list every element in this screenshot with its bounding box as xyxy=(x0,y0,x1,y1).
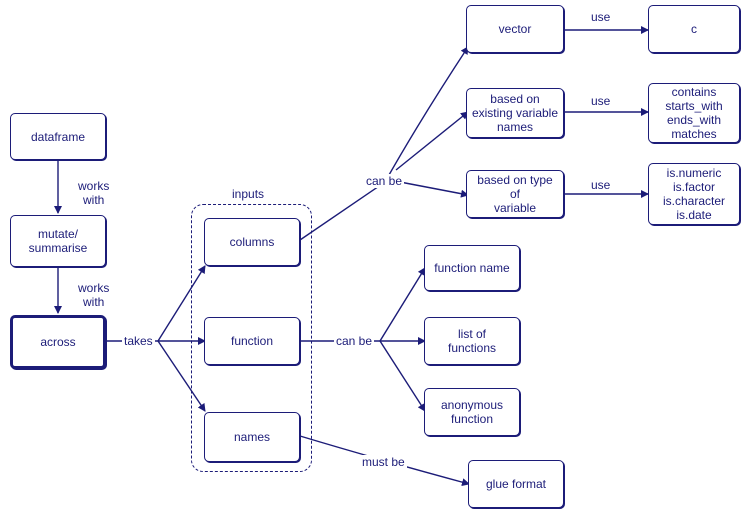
node-function[interactable]: function xyxy=(204,317,300,365)
label-works-with-2: works with xyxy=(76,281,112,309)
label-inputs: inputs xyxy=(230,187,267,201)
node-glue-format[interactable]: glue format xyxy=(468,460,564,508)
node-helper-functions[interactable]: contains starts_with ends_with matches xyxy=(648,83,740,143)
node-c[interactable]: c xyxy=(648,5,740,53)
node-type-of-variable[interactable]: based on type of variable xyxy=(466,170,564,218)
label-can-be-function: can be xyxy=(334,334,375,348)
edge-canbe-existing xyxy=(395,111,469,171)
node-existing-variable-names[interactable]: based on existing variable names xyxy=(466,88,564,138)
edge-takes-names xyxy=(157,340,206,412)
label-must-be: must be xyxy=(360,455,407,469)
edge-canbe-anonymous xyxy=(379,340,426,412)
node-anonymous-function[interactable]: anonymous function xyxy=(424,388,520,436)
label-use-vector: use xyxy=(589,10,613,24)
edge-canbe-vector xyxy=(384,46,469,183)
node-names[interactable]: names xyxy=(204,412,300,462)
node-columns[interactable]: columns xyxy=(204,218,300,266)
label-works-with-1: works with xyxy=(76,179,112,207)
inputs-group xyxy=(191,204,312,472)
label-takes: takes xyxy=(122,334,155,348)
node-list-of-functions[interactable]: list of functions xyxy=(424,317,520,365)
node-vector[interactable]: vector xyxy=(466,5,564,53)
edge-canbe-type xyxy=(399,181,469,198)
label-can-be-columns: can be xyxy=(364,174,405,188)
label-use-existing: use xyxy=(589,94,613,108)
label-use-type: use xyxy=(589,178,613,192)
edge-canbe-functionname xyxy=(379,267,426,342)
node-type-predicates[interactable]: is.numeric is.factor is.character is.dat… xyxy=(648,163,740,225)
node-dataframe[interactable]: dataframe xyxy=(10,113,106,160)
edge-takes-columns xyxy=(157,265,206,342)
node-function-name[interactable]: function name xyxy=(424,245,520,291)
node-mutate-summarise[interactable]: mutate/ summarise xyxy=(10,215,106,267)
edge-columns-canbe xyxy=(299,181,386,241)
node-across[interactable]: across xyxy=(10,315,106,369)
